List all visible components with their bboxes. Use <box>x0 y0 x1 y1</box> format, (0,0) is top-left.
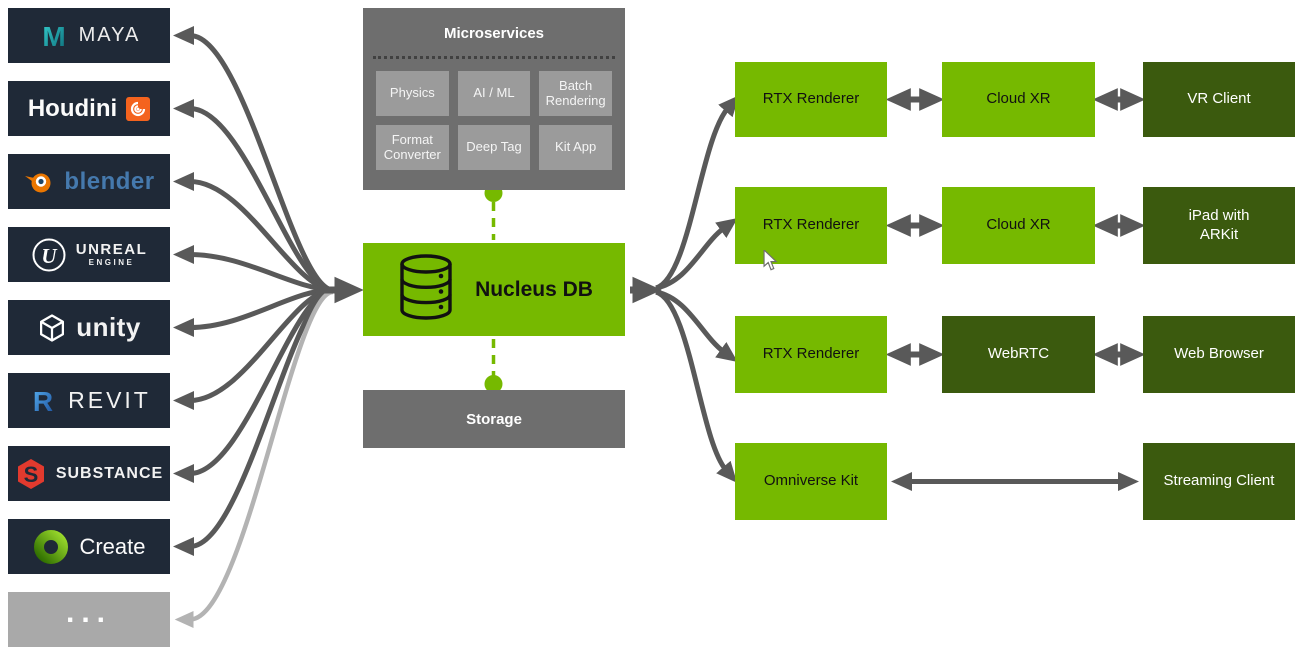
webrtc-box: WebRTC <box>942 316 1095 393</box>
service-physics: Physics <box>376 71 449 116</box>
unity-logo-icon <box>37 313 67 343</box>
blender-logo-icon <box>23 168 55 196</box>
app-label-substance: SUBSTANCE <box>55 464 164 482</box>
app-label-unreal: UNREAL <box>75 241 148 258</box>
houdini-logo-icon <box>126 96 151 121</box>
streaming-client-box: Streaming Client <box>1143 443 1295 520</box>
database-icon <box>395 252 457 327</box>
svg-text:S: S <box>23 462 38 487</box>
app-label-create: Create <box>79 533 146 559</box>
omniverse-kit-box: Omniverse Kit <box>735 443 887 520</box>
app-label-blender: blender <box>64 167 155 195</box>
svg-text:M: M <box>42 21 65 52</box>
arrow-to-rtx-row3 <box>655 289 738 363</box>
arrow-nucleus-to-more-apps <box>174 289 334 629</box>
mouse-cursor <box>763 248 779 277</box>
app-box-houdini: Houdini <box>8 81 170 136</box>
arrow-to-rtx-row2 <box>655 217 738 291</box>
ipad-with-arkit-box: iPad with ARKit <box>1143 187 1295 264</box>
service-batch-rendering: Batch Rendering <box>539 71 612 116</box>
app-label-unity: unity <box>76 312 141 342</box>
arrow-nucleus-to-houdini <box>173 99 334 293</box>
app-box-substance: S SUBSTANCE <box>8 446 170 501</box>
link-dot-storage <box>484 375 503 393</box>
app-box-more-apps: ... <box>8 592 170 647</box>
nucleus-db-box: Nucleus DB <box>363 243 625 336</box>
service-kit-app: Kit App <box>539 125 612 170</box>
arrow-nucleus-to-maya <box>173 26 334 293</box>
cloud-xr-box-row2: Cloud XR <box>942 187 1095 264</box>
service-format-converter: Format Converter <box>376 125 449 170</box>
app-box-unreal-engine: U UNREAL ENGINE <box>8 227 170 282</box>
cloud-xr-box-row1: Cloud XR <box>942 62 1095 137</box>
app-label-houdini: Houdini <box>27 94 118 122</box>
service-deep-tag: Deep Tag <box>457 125 531 170</box>
unreal-engine-logo-icon: U <box>31 237 67 273</box>
arrow-nucleus-to-create <box>173 287 334 556</box>
vr-client-box: VR Client <box>1143 62 1295 137</box>
arrow-to-rtx-row1 <box>654 95 740 291</box>
app-box-maya: M MAYA <box>8 8 170 63</box>
microservices-panel: Microservices Physics AI / ML Batch Rend… <box>363 8 625 190</box>
web-browser-box: Web Browser <box>1143 316 1295 393</box>
app-box-unity: unity <box>8 300 170 355</box>
app-sublabel-unreal-engine: ENGINE <box>88 258 135 267</box>
app-box-revit: R REVIT <box>8 373 170 428</box>
storage-label: Storage <box>466 410 522 428</box>
microservices-divider <box>373 56 615 59</box>
app-box-omniverse-create: Create <box>8 519 170 574</box>
substance-logo-icon: S <box>15 458 47 490</box>
service-ai-ml: AI / ML <box>457 71 531 116</box>
rtx-renderer-box-row1: RTX Renderer <box>735 62 887 137</box>
svg-text:R: R <box>33 386 53 417</box>
arrow-nucleus-to-blender <box>173 172 334 293</box>
app-label-maya: MAYA <box>78 24 141 46</box>
revit-logo-icon: R <box>27 385 59 417</box>
omniverse-create-logo-icon <box>32 528 70 566</box>
rtx-renderer-box-row2: RTX Renderer <box>735 187 887 264</box>
svg-text:U: U <box>41 244 58 268</box>
arrow-to-omniverse-kit <box>654 289 738 483</box>
rtx-renderer-box-row3: RTX Renderer <box>735 316 887 393</box>
microservices-title: Microservices <box>443 25 545 42</box>
microservices-grid: Physics AI / ML Batch Rendering Format C… <box>363 59 625 170</box>
app-box-blender: blender <box>8 154 170 209</box>
maya-logo-icon: M <box>38 20 70 52</box>
app-label-revit: REVIT <box>68 387 151 413</box>
storage-box: Storage <box>363 390 625 448</box>
nucleus-db-label: Nucleus DB <box>475 277 593 301</box>
